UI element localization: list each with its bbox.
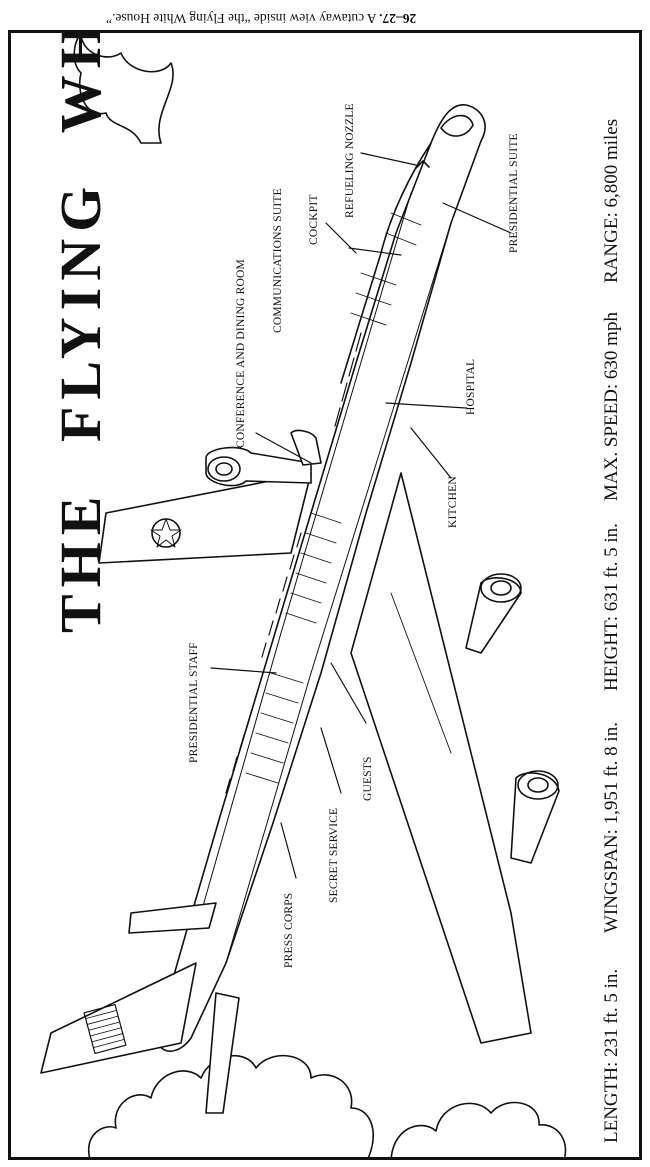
- label-guests: GUESTS: [362, 756, 374, 801]
- tail-flag: [83, 1003, 127, 1055]
- label-kitchen: KITCHEN: [447, 476, 459, 528]
- wing-left: [98, 472, 312, 564]
- page-title: THE FLYING WHITE HOUSE: [48, 30, 113, 633]
- wing-right: [350, 472, 532, 1044]
- spec-range: RANGE: 6,800 miles: [601, 118, 622, 283]
- label-hospital: HOSPITAL: [465, 358, 477, 415]
- engine-right-inner: [465, 573, 522, 654]
- fuselage: [155, 104, 486, 1052]
- cloud-top-left: [73, 33, 174, 144]
- cloud-bottom-right: [390, 1101, 567, 1157]
- cloud-bottom-left: [88, 1054, 375, 1157]
- spec-length: LENGTH: 231 ft. 5 in.: [601, 968, 622, 1143]
- label-cockpit: COCKPIT: [308, 194, 320, 245]
- spec-height: HEIGHT: 631 ft. 5 in.: [601, 523, 622, 691]
- illustration-frame: THE FLYING WHITE HOUSE LENGTH: 231 ft. 5…: [8, 30, 642, 1160]
- spec-max-speed: MAX. SPEED: 630 mph: [601, 312, 622, 501]
- engine-left-outer: [205, 446, 312, 487]
- label-press-corps: PRESS CORPS: [283, 892, 295, 968]
- caption-text: A cutaway view inside “the Flying White …: [106, 11, 377, 26]
- label-refueling-nozzle: REFUELING NOZZLE: [344, 103, 356, 218]
- label-secret-service: SECRET SERVICE: [328, 807, 340, 903]
- engine-right-outer: [510, 770, 560, 864]
- airplane-cutaway-illustration: [40, 33, 567, 1157]
- tail-stabilizer-right: [205, 992, 240, 1114]
- caption-number: 26–27.: [379, 11, 417, 26]
- tail-stabilizer-left: [128, 902, 217, 934]
- label-presidential-staff: PRESIDENTIAL STAFF: [188, 642, 200, 763]
- label-communications-suite: COMMUNICATIONS SUITE: [272, 188, 284, 333]
- page-caption: 26–27. A cutaway view inside “the Flying…: [0, 4, 650, 26]
- label-presidential-suite: PRESIDENTIAL SUITE: [508, 133, 520, 253]
- spec-wingspan: WINGSPAN: 1,951 ft. 8 in.: [601, 722, 622, 933]
- engine-left-inner: [290, 429, 322, 466]
- label-conference-dining: CONFERENCE AND DINING ROOM: [235, 259, 247, 448]
